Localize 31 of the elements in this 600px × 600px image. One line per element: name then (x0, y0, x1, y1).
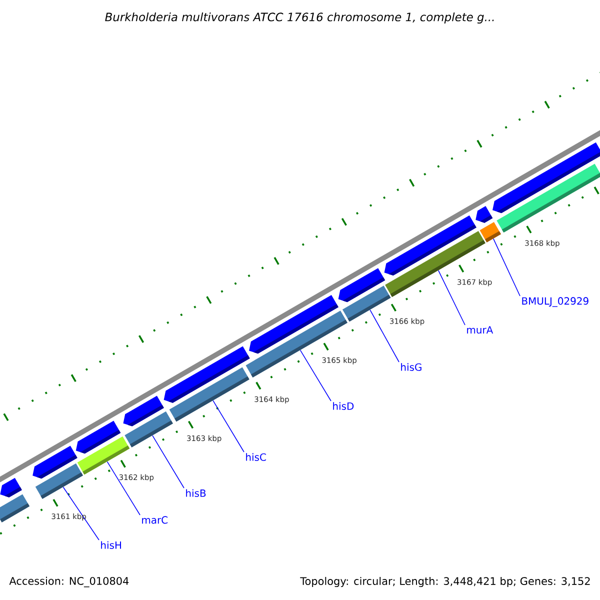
gene-label: hisG (401, 363, 422, 371)
gene-label: hisD (333, 402, 354, 410)
gene-bar (249, 295, 338, 354)
gene-label: BMULJ_02929 (522, 297, 588, 307)
gene-bar (164, 346, 250, 403)
gene-label: marC (142, 516, 168, 524)
leader-line (370, 310, 400, 362)
gene-label: murA (467, 326, 494, 334)
gene-bar (480, 222, 501, 242)
leader-line (152, 435, 184, 488)
gene-label: hisB (186, 489, 206, 497)
gene-bar (0, 478, 22, 498)
leader-line (62, 486, 100, 540)
gene-bar (384, 215, 476, 276)
gene-label: hisC (246, 453, 266, 461)
leader-line (300, 350, 332, 402)
gene-bar (0, 494, 30, 522)
title: Burkholderia multivorans ATCC 17616 chromosome 1, complete g... (105, 12, 494, 24)
leader-line (438, 270, 466, 326)
genome-info-text: Topology: circular; Length: 3,448,421 bp; Genes: 3,152 (300, 576, 590, 588)
gene-bar (32, 446, 78, 479)
leader-line (106, 461, 140, 516)
gene-bar (123, 396, 164, 426)
gene-bar (492, 142, 600, 214)
gene-bar (338, 268, 386, 302)
gene-bar (76, 420, 121, 454)
leader-line (493, 238, 520, 296)
gene-bar (476, 206, 493, 223)
leader-line (212, 400, 244, 452)
accession-text: Accession: NC_010804 (9, 576, 129, 588)
gene-label: hisH (101, 541, 121, 549)
